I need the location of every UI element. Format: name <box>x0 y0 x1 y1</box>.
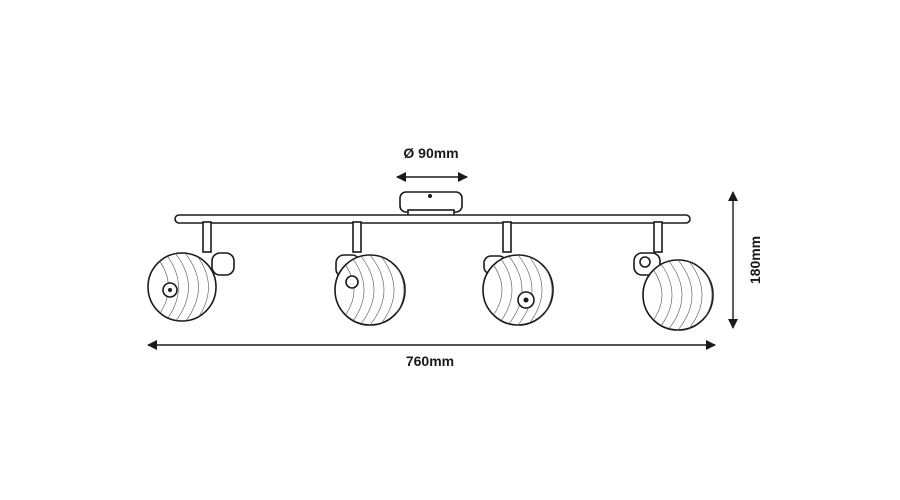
diameter-dimension: Ø 90mm <box>396 145 468 182</box>
height-label: 180mm <box>747 236 763 284</box>
width-label: 760mm <box>406 353 454 369</box>
width-dimension: 760mm <box>147 340 716 369</box>
ceiling-canopy <box>399 191 463 217</box>
mounting-bar <box>174 214 691 224</box>
spotlight-3 <box>482 221 554 326</box>
diameter-label: Ø 90mm <box>403 145 458 161</box>
spotlight-4 <box>633 221 714 331</box>
spotlight-1 <box>147 221 235 322</box>
height-dimension: 180mm <box>728 191 763 329</box>
spotlight-2 <box>334 221 406 326</box>
